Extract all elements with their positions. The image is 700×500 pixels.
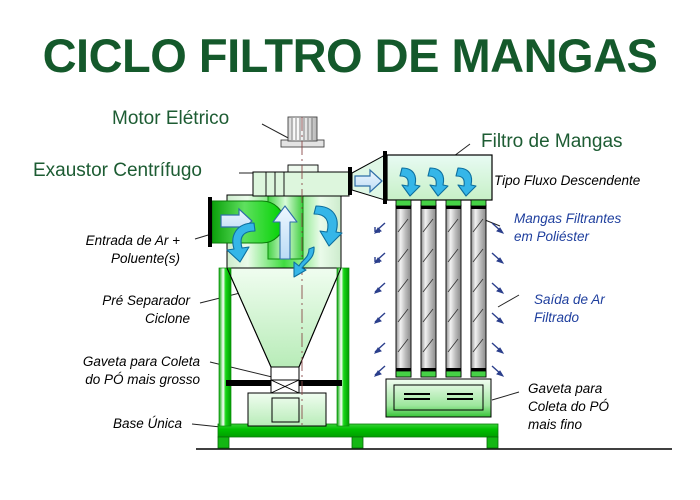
fan-up-arrow: [272, 205, 298, 260]
label-pre-separador-ciclone: Pré Separador Ciclone: [102, 293, 190, 327]
clean-air-outlet-arrows: [373, 222, 505, 377]
centrifugal-exhaust-fan: [252, 164, 350, 197]
to-filter-flow-arrow: [354, 168, 383, 194]
air-flow-arrows: [226, 205, 343, 278]
label-tipo-fluxo-descendente: Tipo Fluxo Descendente: [494, 173, 641, 188]
label-base-unica: Base Única: [112, 416, 182, 431]
transition-duct: [348, 151, 387, 204]
polluted-air-inlet-duct: [208, 197, 285, 247]
coarse-dust-drawer: [247, 392, 327, 427]
label-filtro-de-mangas: Filtro de Mangas: [481, 131, 623, 152]
downflow-arrows: [399, 167, 477, 197]
bag-filter-housing: [385, 154, 493, 418]
label-exaustor-centrifugo: Exaustor Centrífugo: [33, 160, 202, 181]
label-entrada-de-ar: Entrada de Ar + Poluente(s): [85, 233, 180, 267]
label-saida-ar-filtrado: Saída de Ar Filtrado: [534, 292, 605, 326]
filter-bags: [395, 199, 487, 378]
label-gaveta-po-grosso: Gaveta para Coleta do PÓ mais grosso: [82, 354, 200, 388]
page-title: CICLO FILTRO DE MANGAS: [42, 29, 658, 82]
base-frame: [217, 423, 499, 449]
fine-dust-drawer: [385, 378, 492, 418]
label-mangas-filtrantes: Mangas Filtrantes em Poliéster: [514, 211, 622, 245]
electric-motor: [280, 116, 325, 148]
label-motor-eletrico: Motor Elétrico: [112, 108, 230, 129]
label-gaveta-po-fino: Gaveta para Coleta do PÓ mais fino: [528, 381, 610, 433]
